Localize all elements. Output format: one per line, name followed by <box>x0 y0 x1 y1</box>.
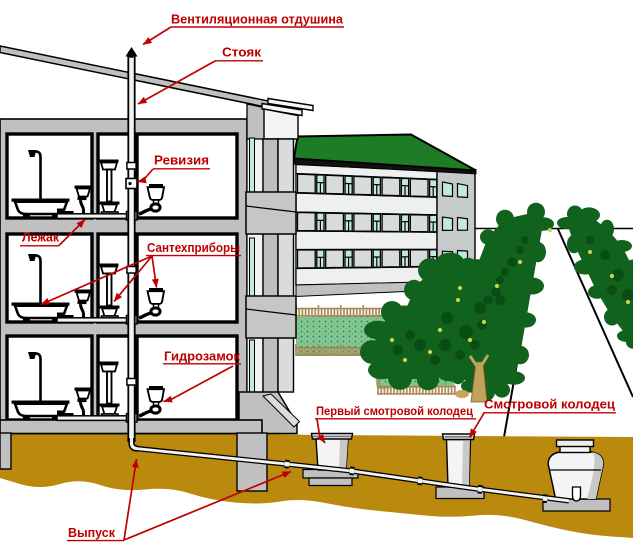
svg-text:Вентиляционная отдушина: Вентиляционная отдушина <box>171 12 344 27</box>
svg-text:Выпуск: Выпуск <box>68 525 115 540</box>
svg-text:Лежак: Лежак <box>22 230 59 245</box>
svg-text:Первый смотровой колодец: Первый смотровой колодец <box>316 404 474 418</box>
svg-text:Ревизия: Ревизия <box>154 153 209 168</box>
svg-text:Сантехприборы: Сантехприборы <box>147 240 240 255</box>
svg-text:Смотровой колодец: Смотровой колодец <box>484 397 615 412</box>
svg-text:Стояк: Стояк <box>222 45 262 60</box>
svg-text:Гидрозамок: Гидрозамок <box>164 349 240 364</box>
